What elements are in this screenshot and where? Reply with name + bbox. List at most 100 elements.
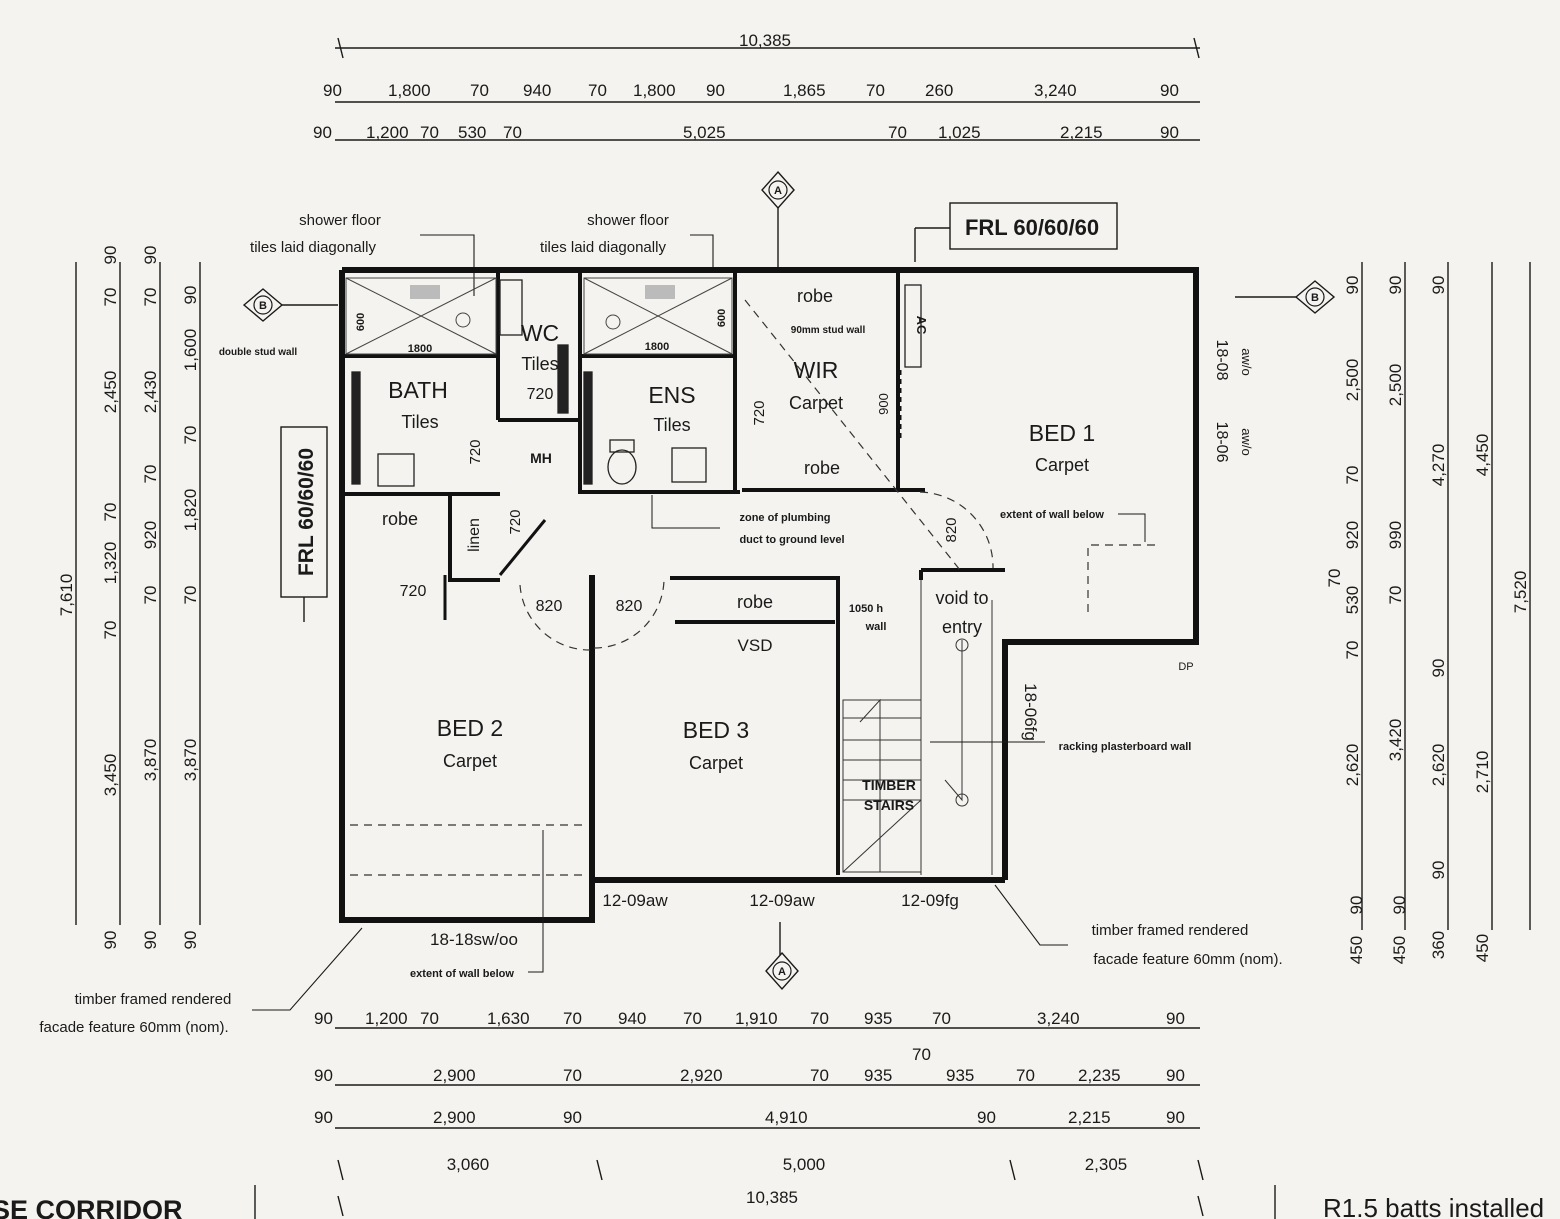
svg-text:530: 530 [458, 123, 486, 142]
svg-text:FRL 60/60/60: FRL 60/60/60 [295, 448, 318, 576]
bed3-robe-label: robe [737, 592, 773, 612]
svg-text:timber framed rendered: timber framed rendered [1092, 922, 1249, 939]
svg-text:70: 70 [420, 123, 439, 142]
svg-text:A: A [778, 966, 786, 978]
window-12-09fg: 12-09fg [901, 891, 959, 910]
svg-text:935: 935 [864, 1009, 892, 1028]
wir-robe-bottom-label: robe [804, 458, 840, 478]
svg-text:935: 935 [946, 1066, 974, 1085]
svg-text:90: 90 [1429, 861, 1448, 880]
dim-left-col3: 90 70 2,430 70 920 70 3,870 90 [141, 246, 160, 950]
svg-text:90: 90 [101, 246, 120, 265]
dim-bottom-row1: 90 1,200 70 1,630 70 940 70 1,910 70 935… [314, 1009, 1185, 1064]
door-720-wc: 720 [527, 386, 554, 403]
svg-text:1,025: 1,025 [938, 123, 981, 142]
wall-1050b-label: wall [865, 621, 887, 633]
door-820-bed1: 820 [943, 517, 960, 542]
bath-vanity-size: 600 [355, 313, 367, 331]
svg-text:3,240: 3,240 [1037, 1009, 1080, 1028]
svg-text:90: 90 [1160, 123, 1179, 142]
svg-text:BED 2: BED 2 [437, 715, 503, 741]
batts-note: R1.5 batts installed [1323, 1193, 1544, 1219]
dim-top-row1: 90 1,800 70 940 70 1,800 90 1,865 70 260… [323, 81, 1179, 100]
svg-text:70: 70 [503, 123, 522, 142]
svg-text:2,500: 2,500 [1386, 364, 1405, 407]
svg-text:70: 70 [1325, 569, 1344, 588]
section-marker-a-bottom: A [765, 922, 799, 991]
svg-text:duct to ground level: duct to ground level [739, 534, 844, 546]
svg-text:70: 70 [181, 426, 200, 445]
svg-text:2,450: 2,450 [101, 371, 120, 414]
dim-bottom-row3: 90 2,900 90 4,910 90 2,215 90 [314, 1108, 1185, 1127]
dim-bottom-row2: 90 2,900 70 2,920 70 935 935 70 2,235 90 [314, 1066, 1185, 1085]
manhole-label: MH [530, 450, 552, 466]
svg-text:1,200: 1,200 [366, 123, 409, 142]
corridor-label: SE CORRIDOR [0, 1195, 183, 1219]
room-bed2: BED 2 Carpet [437, 715, 503, 771]
svg-text:WIR: WIR [794, 357, 839, 383]
svg-text:70: 70 [932, 1009, 951, 1028]
svg-text:70: 70 [912, 1045, 931, 1064]
door-820-bed2: 820 [536, 598, 563, 615]
svg-text:90: 90 [706, 81, 725, 100]
svg-text:1,800: 1,800 [633, 81, 676, 100]
facade-note-right: timber framed rendered facade feature 60… [994, 884, 1283, 968]
extent-wall-arrow-top [1118, 513, 1146, 542]
vsd-label: VSD [738, 636, 773, 655]
window-18-06fg: 18-06fg [1021, 683, 1040, 741]
svg-text:70: 70 [866, 81, 885, 100]
dp-label: DP [1178, 661, 1193, 673]
svg-text:90: 90 [1166, 1066, 1185, 1085]
svg-text:WC: WC [521, 320, 559, 346]
dim-left-overall: 7,610 [57, 574, 76, 617]
svg-text:ENS: ENS [648, 382, 695, 408]
svg-text:90: 90 [314, 1009, 333, 1028]
svg-text:90: 90 [101, 931, 120, 950]
shower-bath [345, 277, 497, 355]
svg-text:90: 90 [314, 1066, 333, 1085]
right-dimensions [1361, 262, 1531, 930]
svg-text:70: 70 [1386, 586, 1405, 605]
entry-label: entry [942, 617, 982, 637]
svg-text:2,620: 2,620 [1429, 744, 1448, 787]
svg-text:1,910: 1,910 [735, 1009, 778, 1028]
linen-label: linen [466, 518, 483, 552]
dim-right-col3: 90 4,270 90 2,620 90 360 [1429, 276, 1448, 960]
extent-wall-note-top: extent of wall below [1000, 509, 1104, 521]
shower-note-right: shower floor tiles laid diagonally [540, 212, 714, 270]
svg-text:70: 70 [1343, 641, 1362, 660]
svg-text:5,025: 5,025 [683, 123, 726, 142]
svg-text:3,420: 3,420 [1386, 719, 1405, 762]
door-820-bed3: 820 [616, 598, 643, 615]
room-bed3: BED 3 Carpet [683, 717, 749, 773]
extent-wall-note-bottom: extent of wall below [410, 968, 514, 980]
svg-text:B: B [1311, 292, 1319, 304]
svg-text:facade feature 60mm (nom).: facade feature 60mm (nom). [1093, 951, 1282, 968]
svg-text:70: 70 [810, 1066, 829, 1085]
svg-text:90: 90 [181, 931, 200, 950]
top-dimensions [335, 37, 1200, 141]
dashed-lines [350, 299, 1160, 876]
stud-90-note: 90mm stud wall [791, 325, 866, 336]
bottom-dimensions [254, 1027, 1276, 1219]
extent-wall-arrow-bottom [528, 830, 544, 973]
svg-text:2,920: 2,920 [680, 1066, 723, 1085]
svg-text:70: 70 [101, 503, 120, 522]
svg-text:90: 90 [563, 1108, 582, 1127]
svg-text:2,430: 2,430 [141, 371, 160, 414]
facade-note-left: timber framed rendered facade feature 60… [39, 927, 363, 1036]
svg-text:shower floor: shower floor [587, 212, 669, 229]
svg-text:90: 90 [1343, 276, 1362, 295]
door-720-bath: 720 [467, 439, 484, 464]
svg-text:1,200: 1,200 [365, 1009, 408, 1028]
svg-text:4,910: 4,910 [765, 1108, 808, 1127]
svg-text:990: 990 [1386, 521, 1405, 549]
dim-bottom-overall: 10,385 [746, 1188, 798, 1207]
door-720-linen: 720 [507, 509, 524, 534]
dim-top-row2: 90 1,200 70 530 70 5,025 70 1,025 2,215 … [313, 123, 1179, 142]
svg-text:Carpet: Carpet [689, 753, 743, 773]
window-18-08-type: aw/o [1239, 348, 1254, 375]
svg-text:70: 70 [1343, 466, 1362, 485]
dim-right-overall: 7,520 [1511, 571, 1530, 614]
svg-text:70: 70 [101, 288, 120, 307]
